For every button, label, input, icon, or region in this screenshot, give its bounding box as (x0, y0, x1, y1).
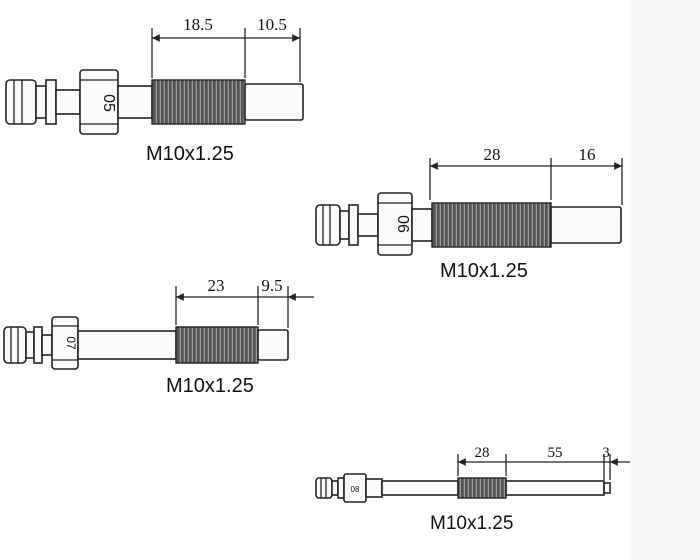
dimension-08-shaft: 55 (548, 445, 563, 461)
dimension-07-pin: 9.5 (261, 276, 282, 295)
coupler-06 (315, 204, 379, 246)
threaded-section-05 (151, 79, 246, 125)
hex-nut-08: 08 (343, 473, 367, 503)
adapter-05: 05 18.5 10.5 M10x1.25 (5, 15, 304, 165)
threaded-section-06 (431, 202, 552, 248)
part-number-05: 05 (100, 94, 117, 112)
coupler-05 (5, 79, 81, 125)
dimension-07-thread: 23 (208, 276, 225, 295)
pin-05 (244, 83, 304, 121)
part-number-08: 08 (351, 485, 360, 494)
dimension-06-pin: 16 (579, 145, 596, 164)
threaded-section-08 (457, 477, 507, 499)
thread-spec-05: M10x1.25 (146, 143, 234, 165)
adapter-06: 06 28 16 M10x1.25 (315, 145, 623, 282)
hex-nut-05: 05 (79, 69, 119, 135)
pin-08 (505, 480, 605, 496)
dimension-06-thread: 28 (484, 145, 501, 164)
thread-spec-06: M10x1.25 (440, 260, 528, 282)
shaft-08 (381, 480, 459, 496)
dimension-08-tip: 3 (602, 445, 610, 461)
hex-nut-07: 07 (51, 316, 79, 370)
part-number-06: 06 (394, 215, 411, 233)
pin-07 (257, 329, 289, 361)
background-stripe (630, 0, 700, 560)
coupler-08 (315, 477, 345, 499)
shaft-07 (77, 330, 177, 360)
thread-spec-07: M10x1.25 (166, 375, 254, 397)
adapter-07: 07 23 9.5 M10x1.25 (3, 276, 314, 397)
coupler-07 (3, 326, 53, 364)
pin-06 (550, 206, 622, 244)
dimension-05-pin: 10.5 (257, 15, 287, 34)
threaded-section-07 (175, 326, 259, 364)
thread-spec-08: M10x1.25 (430, 513, 513, 534)
hex-nut-06: 06 (377, 192, 413, 256)
adapter-08: 08 28 55 3 M10x1.25 (315, 445, 630, 534)
dimension-05-thread: 18.5 (183, 15, 213, 34)
dimension-08-thread: 28 (475, 445, 490, 461)
part-number-07: 07 (64, 336, 78, 350)
